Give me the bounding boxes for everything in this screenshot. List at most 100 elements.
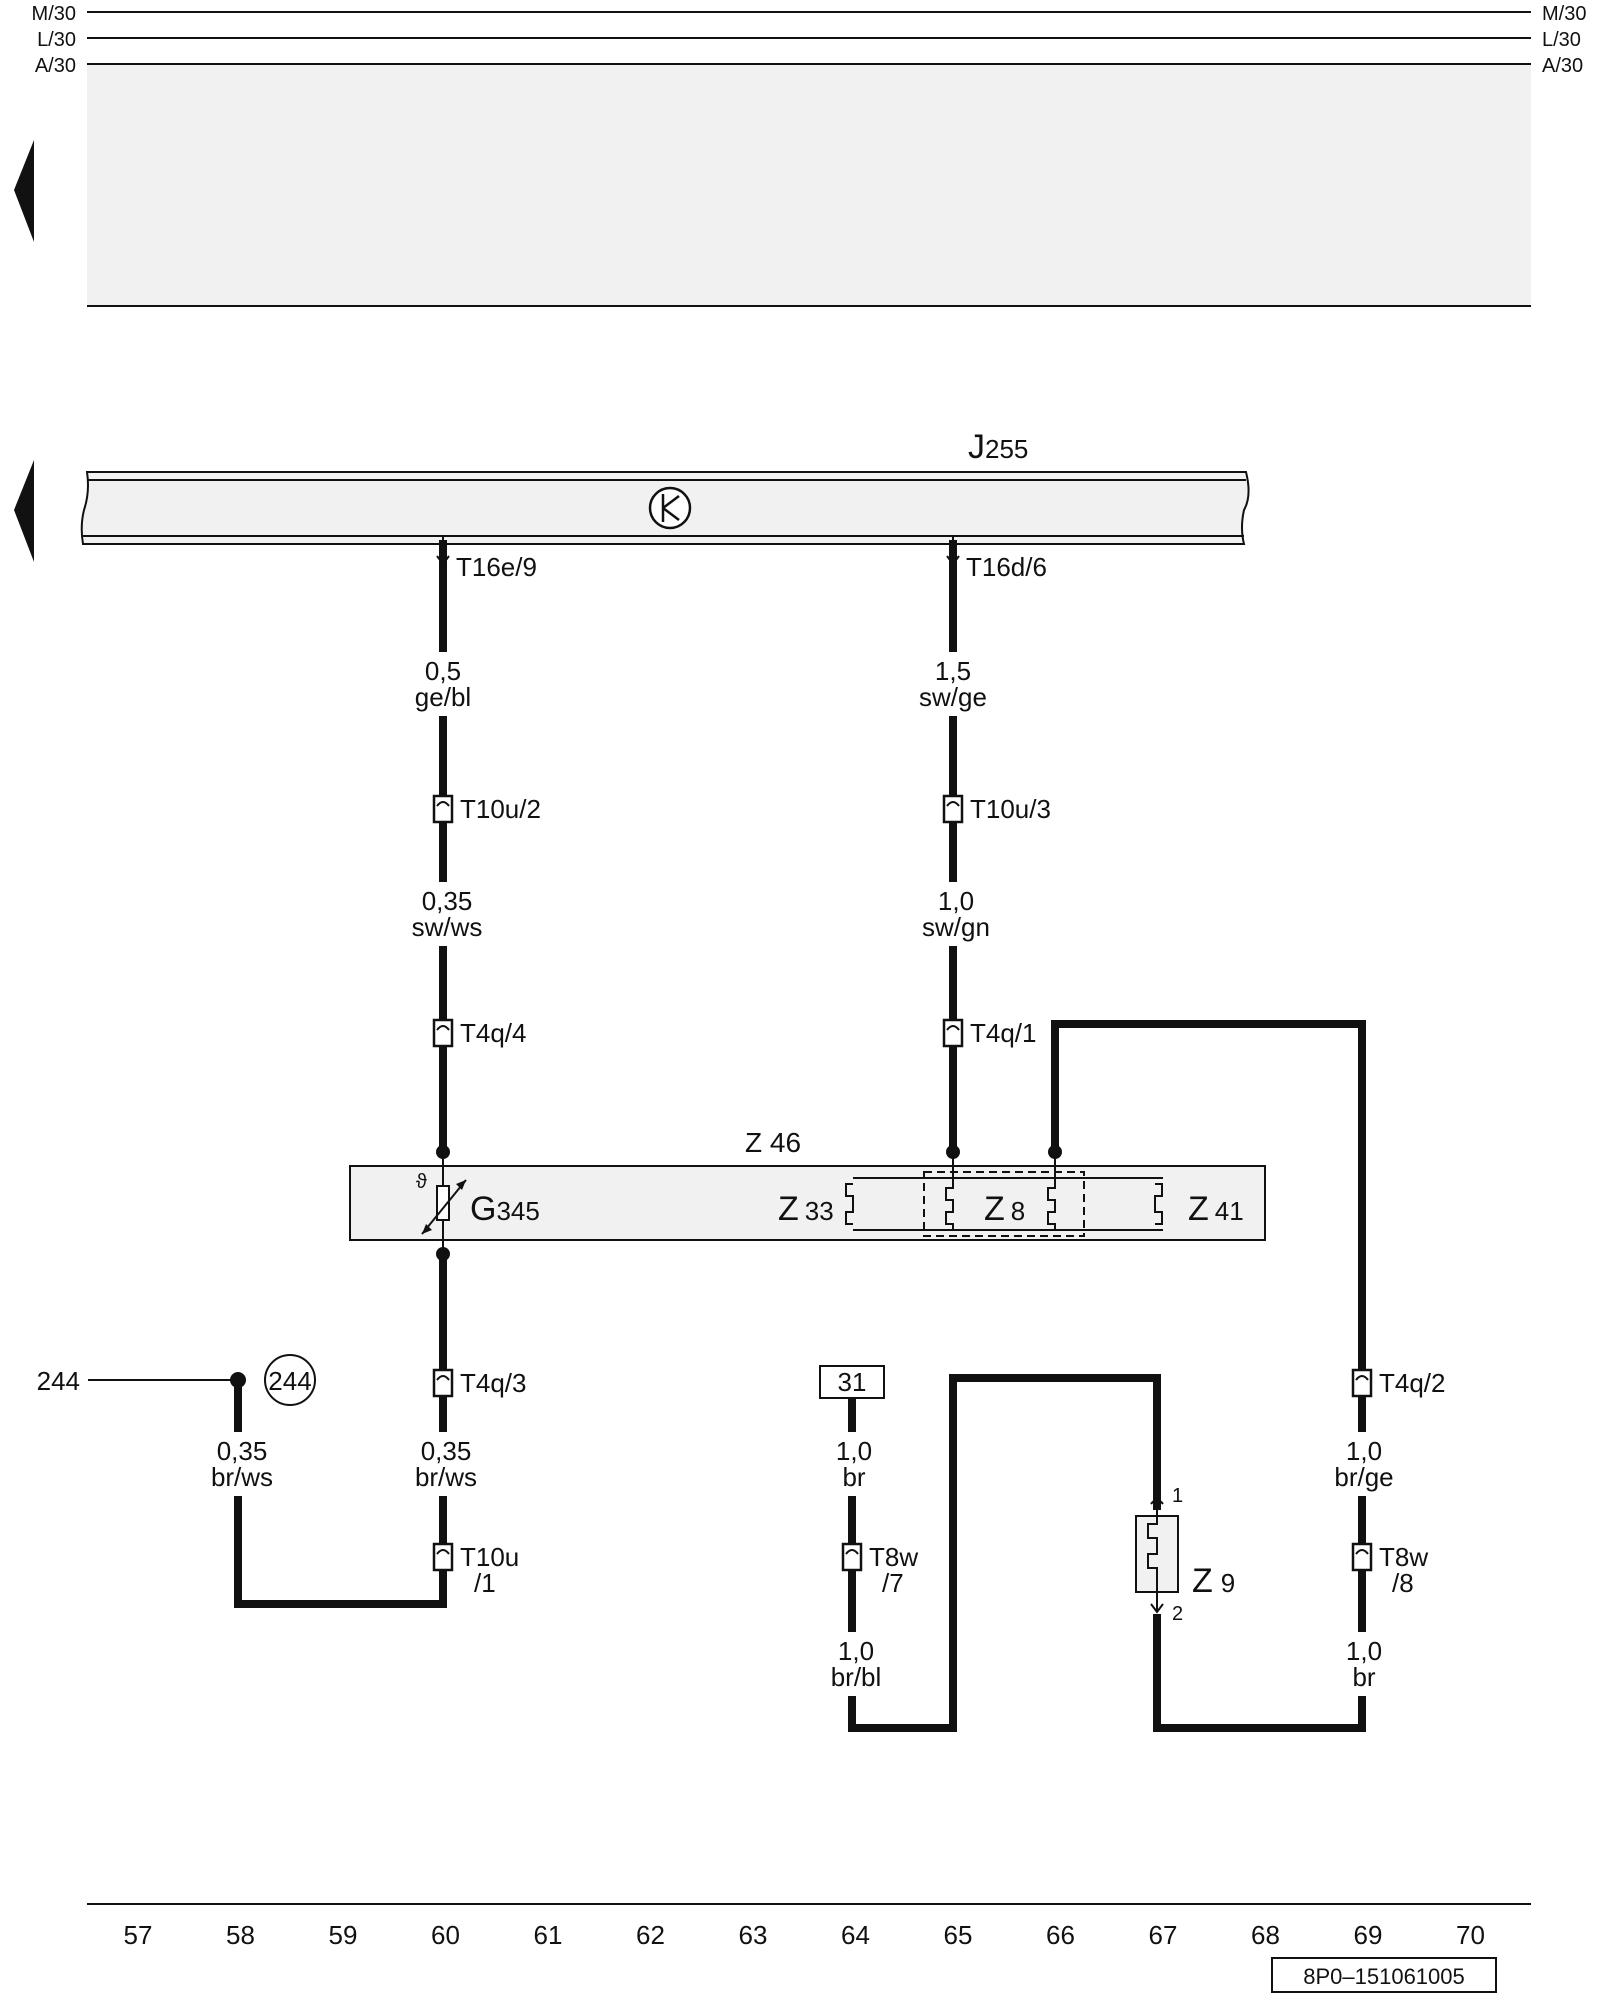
track-number: 58 bbox=[226, 1920, 255, 1950]
track-number: 66 bbox=[1046, 1920, 1075, 1950]
connector-label: T10u/2 bbox=[460, 794, 541, 824]
heater-coil-icon bbox=[1147, 1498, 1158, 1592]
connector-plug-icon bbox=[432, 1542, 454, 1572]
inline-connectors: T10u/2 T10u/3 T4q/4 T4q/1 T4q/3 T4q/2 T1… bbox=[432, 794, 1446, 1598]
wire-size: 0,35 bbox=[422, 886, 473, 916]
wire-color: sw/ws bbox=[412, 912, 483, 942]
temperature-symbol: ϑ bbox=[416, 1171, 427, 1193]
junction-dot bbox=[230, 1372, 246, 1388]
connector-label: /1 bbox=[474, 1568, 496, 1598]
wire-size: 1,0 bbox=[1346, 1436, 1382, 1466]
rail-label-left-a30: A/30 bbox=[35, 55, 76, 77]
track-number: 62 bbox=[636, 1920, 665, 1950]
top-rails: M/30 L/30 A/30 M/30 L/30 A/30 bbox=[32, 3, 1586, 307]
connector-label: T16e/9 bbox=[456, 552, 537, 582]
connector-label: T16d/6 bbox=[966, 552, 1047, 582]
connector-plug-icon bbox=[432, 1018, 454, 1048]
track-number: 59 bbox=[329, 1920, 358, 1950]
connector-plug-icon bbox=[432, 794, 454, 824]
wire-size: 1,0 bbox=[1346, 1636, 1382, 1666]
thermistor-icon: ϑ bbox=[416, 1171, 467, 1235]
track-number: 60 bbox=[431, 1920, 460, 1950]
continuation-arrow-icon bbox=[14, 140, 34, 242]
connector-label: T10u/3 bbox=[970, 794, 1051, 824]
wire-color: br/ws bbox=[211, 1462, 273, 1492]
wire-color: sw/gn bbox=[922, 912, 990, 942]
heater-coil-icon bbox=[1154, 1183, 1163, 1225]
rail-label-right-l30: L/30 bbox=[1542, 29, 1581, 51]
wire-color: br/ws bbox=[415, 1462, 477, 1492]
track-number: 69 bbox=[1354, 1920, 1383, 1950]
pin-label: 1 bbox=[1172, 1485, 1183, 1507]
wire-size: 1,0 bbox=[836, 1436, 872, 1466]
connector-plug-icon bbox=[841, 1542, 863, 1572]
connector-label: T8w bbox=[1379, 1542, 1428, 1572]
connector-label: T4q/1 bbox=[970, 1018, 1037, 1048]
ground-31: 31 bbox=[819, 1365, 885, 1399]
connector-label: T4q/3 bbox=[460, 1368, 527, 1398]
terminals: T16e/9 T16d/6 bbox=[436, 536, 1047, 582]
connector-label: T4q/4 bbox=[460, 1018, 527, 1048]
rail-label-left-l30: L/30 bbox=[37, 29, 76, 51]
wire-size: 1,5 bbox=[935, 656, 971, 686]
rail-label-left-m30: M/30 bbox=[32, 3, 76, 25]
continuation-arrow-icon bbox=[14, 460, 34, 562]
rail-background bbox=[87, 64, 1531, 306]
connector-plug-icon bbox=[432, 1368, 454, 1398]
wire-color: br/ge bbox=[1334, 1462, 1393, 1492]
wire-color: ge/bl bbox=[415, 682, 471, 712]
rail-label-right-m30: M/30 bbox=[1542, 3, 1586, 25]
wire-size: 1,0 bbox=[838, 1636, 874, 1666]
track-number: 70 bbox=[1456, 1920, 1485, 1950]
track-number: 68 bbox=[1251, 1920, 1280, 1950]
wire-color: br bbox=[1352, 1662, 1375, 1692]
wire-color: sw/ge bbox=[919, 682, 987, 712]
wire-size: 0,35 bbox=[217, 1436, 268, 1466]
connector-plug-icon bbox=[1351, 1368, 1373, 1398]
wire-size: 0,5 bbox=[425, 656, 461, 686]
heater-coil-icon bbox=[1047, 1178, 1056, 1230]
control-unit-label: J255 bbox=[968, 428, 1028, 466]
document-code-label: 8P0–151061005 bbox=[1303, 1964, 1465, 1989]
rail-label-right-a30: A/30 bbox=[1542, 55, 1583, 77]
module-label: Z 46 bbox=[745, 1127, 801, 1158]
connector-plug-icon bbox=[942, 794, 964, 824]
terminal-pin-icon bbox=[946, 536, 960, 566]
track-number: 61 bbox=[534, 1920, 563, 1950]
connector-label: /7 bbox=[882, 1568, 904, 1598]
reference-line-label: 244 bbox=[37, 1366, 80, 1396]
z8-dashed-box bbox=[923, 1171, 1085, 1237]
connector-plug-icon bbox=[1351, 1542, 1373, 1572]
connector-label: T10u bbox=[460, 1542, 519, 1572]
ground-symbol-icon bbox=[648, 486, 692, 530]
terminal-pin-icon bbox=[436, 536, 450, 566]
wire-color: br/bl bbox=[831, 1662, 882, 1692]
ground-label: 31 bbox=[838, 1367, 867, 1397]
track-number: 57 bbox=[124, 1920, 153, 1950]
sensor-label: G345 bbox=[470, 1190, 540, 1228]
heater-coil-icon bbox=[945, 1178, 954, 1230]
wire-color: br bbox=[842, 1462, 865, 1492]
wire-size: 1,0 bbox=[938, 886, 974, 916]
track-number: 65 bbox=[944, 1920, 973, 1950]
track-number: 63 bbox=[739, 1920, 768, 1950]
connector-label: T8w bbox=[869, 1542, 918, 1572]
connector-label: /8 bbox=[1392, 1568, 1414, 1598]
reference-244: 244 244 bbox=[37, 1354, 316, 1406]
document-code: 8P0–151061005 bbox=[1271, 1957, 1497, 1993]
pin-label: 2 bbox=[1172, 1603, 1183, 1625]
connector-plug-icon bbox=[942, 1018, 964, 1048]
track-number: 64 bbox=[841, 1920, 870, 1950]
heating-element-band bbox=[845, 1152, 1163, 1237]
reference-circle bbox=[264, 1354, 316, 1406]
connector-label: T4q/2 bbox=[1379, 1368, 1446, 1398]
reference-circle-label: 244 bbox=[268, 1366, 311, 1396]
